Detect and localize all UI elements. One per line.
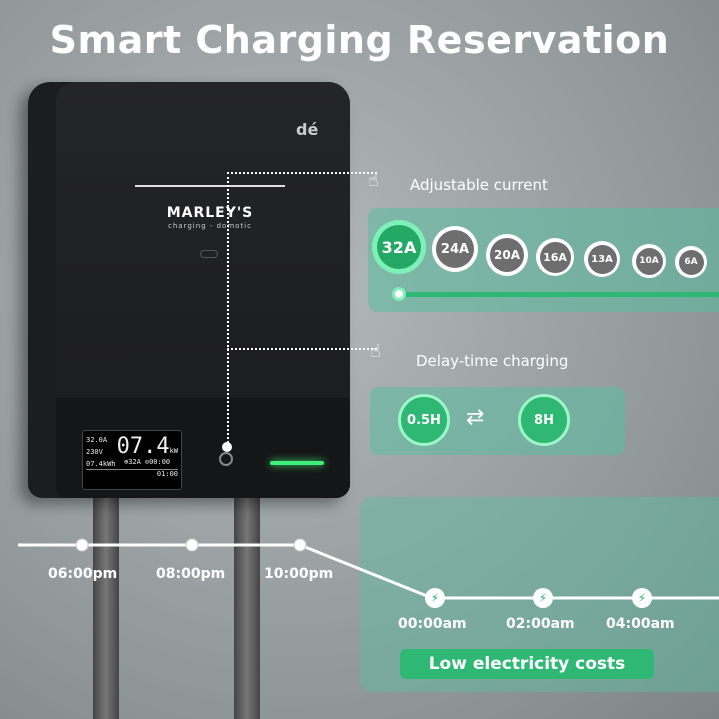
- start-button[interactable]: [219, 452, 233, 466]
- time-label: 04:00am: [606, 616, 675, 632]
- current-option-20a[interactable]: 20A: [486, 234, 528, 276]
- lcd-power-unit: kW: [169, 447, 178, 455]
- delay-from-clock[interactable]: 0.5H: [398, 394, 450, 446]
- time-label: 00:00am: [398, 616, 467, 632]
- current-option-16a[interactable]: 16A: [536, 238, 574, 276]
- time-label: 08:00pm: [156, 566, 226, 582]
- charging-cable-right: [234, 498, 260, 719]
- lightning-icon: ⚡: [632, 588, 652, 608]
- lcd-power: 07.4: [116, 434, 170, 459]
- timeline-dot: [293, 538, 307, 552]
- swap-arrows-icon: ⇄: [466, 405, 485, 430]
- connector-dot: [222, 442, 232, 452]
- lcd-timer: ⊙00:00: [144, 458, 171, 466]
- brand-name: MARLEY'S: [166, 205, 254, 221]
- time-label: 02:00am: [506, 616, 575, 632]
- time-label: 06:00pm: [48, 566, 118, 582]
- current-option-6a[interactable]: 6A: [675, 246, 707, 278]
- current-option-32a[interactable]: 32A: [372, 220, 426, 274]
- brand-subtitle: charging - domotic: [168, 222, 252, 230]
- current-slider-track[interactable]: [395, 292, 719, 297]
- lcd-set-current: ⊕32A: [124, 458, 141, 466]
- current-option-10a[interactable]: 10A: [632, 244, 666, 278]
- low-cost-badge: Low electricity costs: [400, 649, 654, 679]
- current-option-13a[interactable]: 13A: [584, 241, 620, 277]
- time-label: 10:00pm: [264, 566, 334, 582]
- hand-pointer-icon: ☝: [368, 170, 379, 191]
- delay-to-clock[interactable]: 8H: [518, 394, 570, 446]
- lightning-icon: ⚡: [425, 588, 445, 608]
- lightning-icon: ⚡: [533, 588, 553, 608]
- adjustable-current-label: Adjustable current: [410, 176, 548, 194]
- connector-line: [227, 172, 377, 174]
- lcd-energy: 07.4kWh: [86, 460, 116, 468]
- brand-pulse-line: [135, 185, 285, 187]
- lcd-clock: 01:00: [86, 469, 178, 478]
- page-title: Smart Charging Reservation: [49, 18, 670, 62]
- connector-line: [227, 348, 377, 350]
- slider-handle[interactable]: [392, 287, 406, 301]
- lcd-display: 32.0A 230V 07.4kWh 07.4kW ⊕32A⊙00:00 01:…: [82, 430, 182, 490]
- lcd-voltage: 230V: [86, 448, 103, 456]
- card-reader: [200, 250, 218, 258]
- device-logo: dé: [296, 120, 319, 139]
- delay-charging-label: Delay-time charging: [416, 352, 569, 370]
- timeline-dot: [185, 538, 199, 552]
- connector-line: [227, 172, 229, 447]
- hand-pointer-icon: ☝: [370, 341, 381, 362]
- lcd-current: 32.0A: [86, 436, 108, 444]
- status-led: [270, 461, 324, 465]
- charging-cable-left: [93, 498, 119, 719]
- timeline-dot: [75, 538, 89, 552]
- current-option-24a[interactable]: 24A: [432, 226, 478, 272]
